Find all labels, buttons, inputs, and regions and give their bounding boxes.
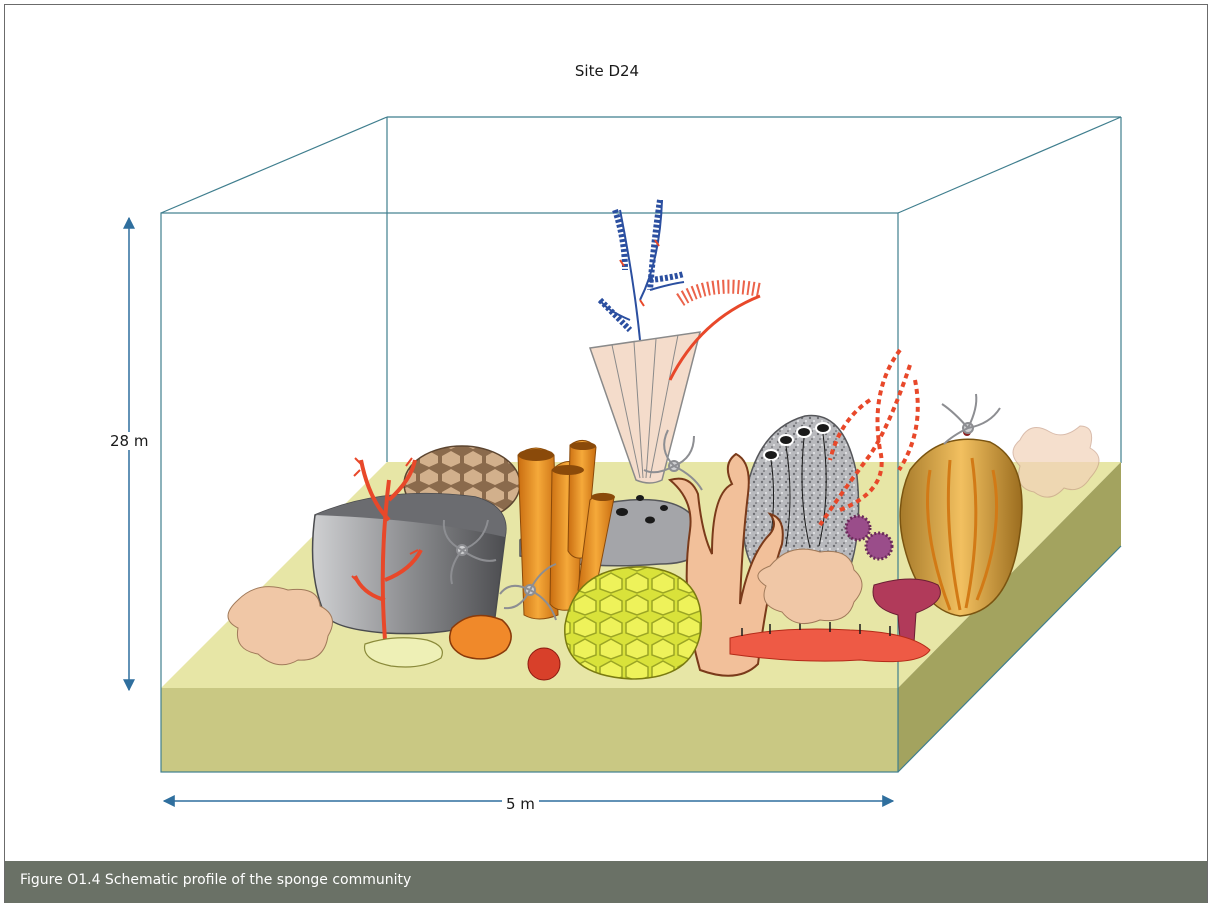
caption-bar: Figure O1.4 Schematic profile of the spo… (5, 861, 1207, 903)
yellow-honeycomb-sponge (565, 567, 701, 679)
orange-convoluted-sponge (450, 616, 511, 659)
width-dimension-label: 5 m (502, 795, 539, 813)
site-label: Site D24 (0, 62, 1214, 80)
red-ball-sponge (528, 648, 560, 680)
box-top-left-diagonal (161, 117, 387, 213)
height-dimension-label: 28 m (108, 432, 150, 450)
box-top-right-diagonal (898, 117, 1121, 213)
blue-gorgonian (600, 200, 684, 340)
figure-caption: Figure O1.4 Schematic profile of the spo… (20, 872, 411, 888)
seabed-front (161, 688, 898, 772)
